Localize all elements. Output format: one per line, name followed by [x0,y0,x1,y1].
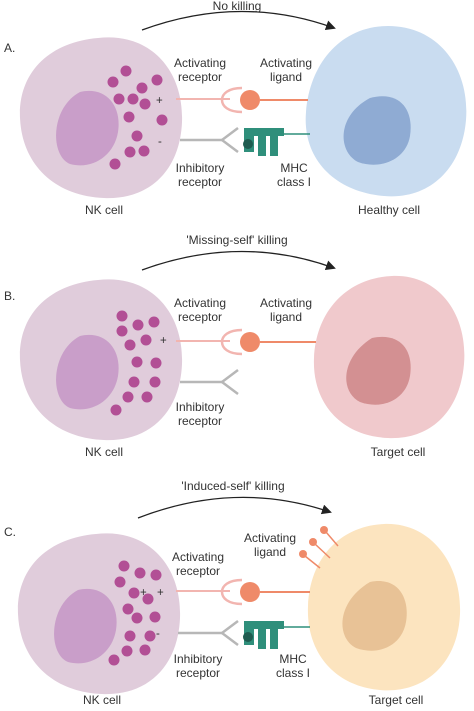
activating-ligand-label-b2: ligand [270,310,302,324]
activating-receptor-label-b2: receptor [178,310,222,324]
healthy-cell-label: Healthy cell [358,203,420,217]
activating-receptor-label-b1: Activating [174,296,226,310]
inhibitory-receptor-label-b2: receptor [178,414,222,428]
nk-nucleus-c [54,588,117,664]
plus-sign-b: + [160,335,167,347]
inhibitory-receptor-label-b1: Inhibitory [176,400,225,414]
nk-cell-label-b: NK cell [85,445,123,459]
arrow-c [137,496,332,519]
activating-ligand-label-c2: ligand [254,545,286,559]
healthy-cell-nucleus [343,96,411,165]
inhibitory-receptor-fork-a [221,127,239,153]
activating-ligand-label-a2: ligand [270,70,302,84]
inhibitory-receptor-fork-b [221,369,239,395]
nk-cell-label-a: NK cell [85,203,123,217]
mhc-class-i-a [243,128,310,156]
arrow-label-c: 'Induced-self' killing [181,479,284,493]
arrow-label-b: 'Missing-self' killing [186,233,287,247]
mhc-label-a2: class I [277,175,311,189]
inhibitory-receptor-label-c2: receptor [176,666,220,680]
target-cell-nucleus-c [342,581,407,651]
plus-sign-c2: + [157,587,164,599]
activating-receptor-label-a2: receptor [178,70,222,84]
granules-c [108,560,162,666]
activating-ligand-b [240,332,260,352]
inhibitory-receptor-fork-c [221,620,239,646]
nk-nucleus-b [56,334,119,410]
nk-cell-label-c: NK cell [83,693,121,707]
plus-sign-c1: + [140,587,147,599]
activating-receptor-label-c2: receptor [176,564,220,578]
activating-receptor-cup-b [220,328,243,356]
panel-b: B. 'Missing-self' killing + Activating r… [4,233,465,459]
mhc-label-a1: MHC [280,161,308,175]
plus-sign-a: + [156,95,163,107]
activating-ligand-label-a1: Activating [260,56,312,70]
inhibitory-receptor-label-a2: receptor [178,175,222,189]
minus-sign-c: - [156,628,160,640]
activating-receptor-label-a1: Activating [174,56,226,70]
induced-ligands [299,526,339,569]
arrow-b [141,250,336,271]
panel-letter-a: A. [4,41,15,55]
target-cell-nucleus-b [346,336,411,405]
target-cell-label-b: Target cell [371,445,426,459]
activating-receptor-cup-a [220,86,243,114]
panel-letter-b: B. [4,289,15,303]
arrow-label-a: No killing [213,0,262,13]
mhc-label-c1: MHC [279,652,307,666]
panel-letter-c: C. [4,525,16,539]
mhc-class-i-c [243,621,310,649]
panel-c: C. 'Induced-self' killing + + - [4,479,461,707]
activating-receptor-cup-c [220,578,243,606]
target-cell-label-c: Target cell [369,693,424,707]
granules-b [110,310,162,416]
granules-a [107,65,168,170]
inhibitory-receptor-label-a1: Inhibitory [176,161,225,175]
arrow-a [141,10,336,31]
activating-ligand-label-c1: Activating [244,531,296,545]
mhc-label-c2: class I [276,666,310,680]
inhibitory-receptor-label-c1: Inhibitory [174,652,223,666]
activating-receptor-label-c1: Activating [172,550,224,564]
nk-nucleus-a [56,90,119,166]
minus-sign-a: - [158,136,162,148]
activating-ligand-a [240,90,260,110]
panel-a: A. No killing + - [4,0,467,217]
activating-ligand-label-b1: Activating [260,296,312,310]
activating-ligand-c [240,582,260,602]
